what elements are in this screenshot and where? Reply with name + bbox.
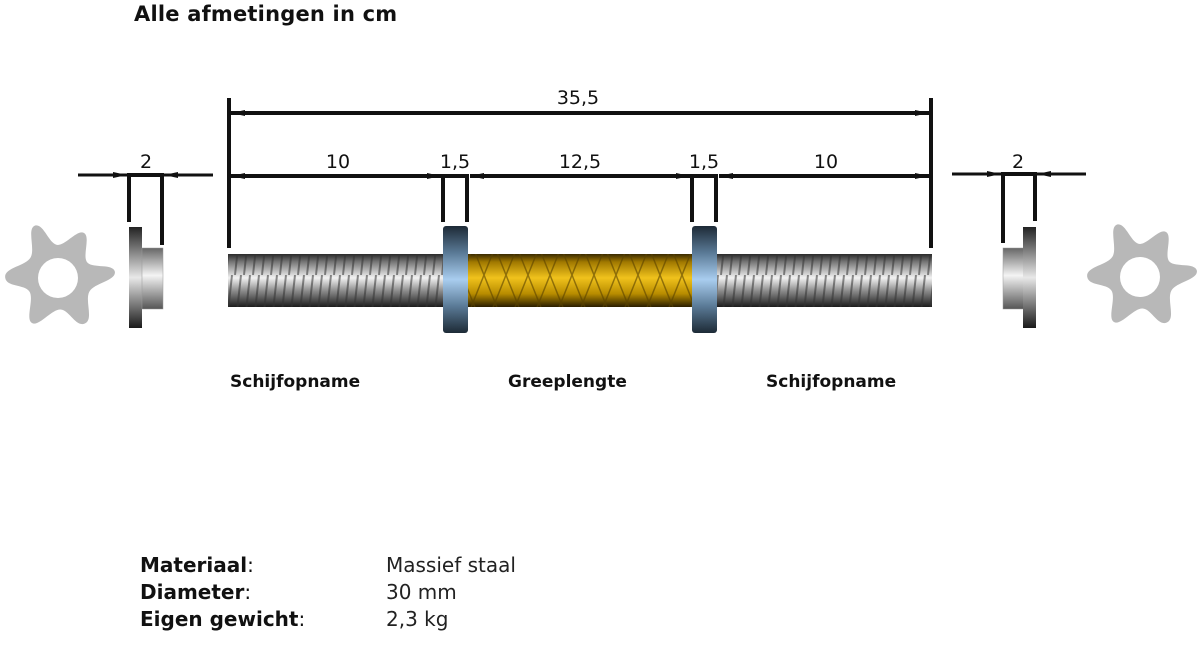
left-collar-width-label: 1,5	[440, 151, 470, 173]
middle-section-label: Greeplengte	[508, 372, 627, 392]
spec-label: Eigen gewicht	[140, 607, 299, 631]
right-star-nut-icon	[1087, 224, 1197, 324]
left-clamp	[129, 227, 164, 328]
spec-label: Materiaal	[140, 553, 248, 577]
left-sleeve	[228, 254, 446, 307]
right-collar	[692, 226, 717, 333]
spec-value: 2,3 kg	[386, 607, 449, 631]
spec-row-weight: Eigen gewicht: 2,3 kg	[140, 607, 449, 631]
spec-value: Massief staal	[386, 553, 516, 577]
grip-length-label: 12,5	[559, 151, 601, 173]
right-collar-width-label: 1,5	[689, 151, 719, 173]
left-star-nut-icon	[5, 225, 115, 325]
spec-value: 30 mm	[386, 580, 457, 604]
dimension-lines	[78, 98, 1086, 248]
right-section-label: Schijfopname	[766, 372, 897, 392]
spec-label: Diameter	[140, 580, 245, 604]
diagram-title: Alle afmetingen in cm	[134, 2, 398, 26]
left-collar	[443, 226, 468, 333]
left-sleeve-length-label: 10	[326, 151, 350, 173]
left-clamp-width-label: 2	[140, 151, 152, 173]
spec-row-material: Materiaal: Massief staal	[140, 553, 516, 577]
right-sleeve-length-label: 10	[814, 151, 838, 173]
total-length-label: 35,5	[557, 87, 599, 109]
grip	[466, 254, 694, 307]
specifications: Materiaal: Massief staal Diameter: 30 mm…	[140, 552, 516, 633]
spec-row-diameter: Diameter: 30 mm	[140, 580, 457, 604]
right-clamp-width-label: 2	[1012, 151, 1024, 173]
right-sleeve	[714, 254, 932, 307]
right-clamp	[1002, 227, 1036, 328]
left-section-label: Schijfopname	[230, 372, 361, 392]
